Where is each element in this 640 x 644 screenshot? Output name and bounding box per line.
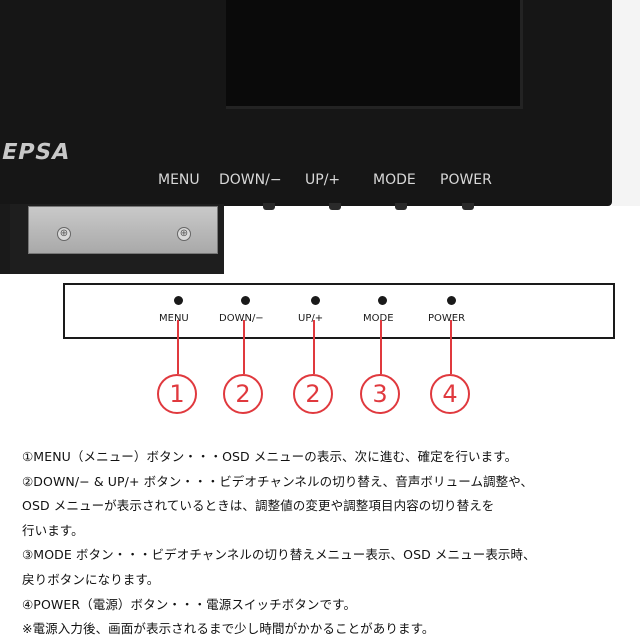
callout-number-1: 1 [157,374,197,414]
leader-line [313,320,315,374]
bezel-button-power [462,203,474,210]
bezel-label-down: DOWN/− [219,172,282,188]
bezel-label-menu: MENU [158,172,200,188]
monitor-photo: EPSA MENU DOWN/− UP/+ MODE POWER ⊕ ⊕ [0,0,640,275]
down-button-dot [241,296,250,305]
desc-line-down-up: ②DOWN/− & UP/+ ボタン・・・ビデオチャンネルの切り替え、音声ボリュ… [22,473,534,489]
mode-button-dot [378,296,387,305]
up-button-dot [311,296,320,305]
screw-icon: ⊕ [177,227,191,241]
screw-icon: ⊕ [57,227,71,241]
bezel-label-up: UP/+ [305,172,341,188]
panel-label-power: POWER [428,313,466,324]
callout-number-3: 3 [360,374,400,414]
background-strip [612,0,640,206]
panel-label-mode: MODE [363,313,394,324]
bezel-button-up [329,203,341,210]
desc-line-down-up-end: 行います。 [22,522,84,538]
callout-number-2: 2 [293,374,333,414]
leader-line [177,320,179,374]
bezel-button-down [263,203,275,210]
leader-line [450,320,452,374]
bezel-button-mode [395,203,407,210]
leader-line [243,320,245,374]
desc-line-down-up-cont: OSD メニューが表示されているときは、調整値の変更や調整項目内容の切り替えを [22,498,495,514]
brand-logo: EPSA [0,140,73,165]
desc-line-note: ※電源入力後、画面が表示されるまで少し時間がかかることがあります。 [22,621,435,637]
mount-plate: ⊕ ⊕ [28,206,218,254]
desc-line-power: ④POWER（電源）ボタン・・・電源スイッチボタンです。 [22,596,357,612]
panel-label-menu: MENU [159,313,189,324]
desc-line-mode: ③MODE ボタン・・・ビデオチャンネルの切り替えメニュー表示、OSD メニュー… [22,547,536,563]
menu-button-dot [174,296,183,305]
callout-number-2: 2 [223,374,263,414]
panel-label-up: UP/+ [298,313,324,324]
button-panel-diagram [63,283,615,339]
desc-line-menu: ①MENU（メニュー）ボタン・・・OSD メニューの表示、次に進む、確定を行いま… [22,449,518,464]
description-text: ①MENU（メニュー）ボタン・・・OSD メニューの表示、次に進む、確定を行いま… [22,447,634,644]
callout-number-4: 4 [430,374,470,414]
desc-line-mode-end: 戻りボタンになります。 [22,571,160,587]
panel-label-down: DOWN/− [219,313,264,324]
monitor-screen [226,0,523,109]
stand-edge [0,204,10,274]
bezel-label-mode: MODE [373,172,416,188]
leader-line [380,320,382,374]
power-button-dot [447,296,456,305]
bezel-label-power: POWER [440,172,492,188]
